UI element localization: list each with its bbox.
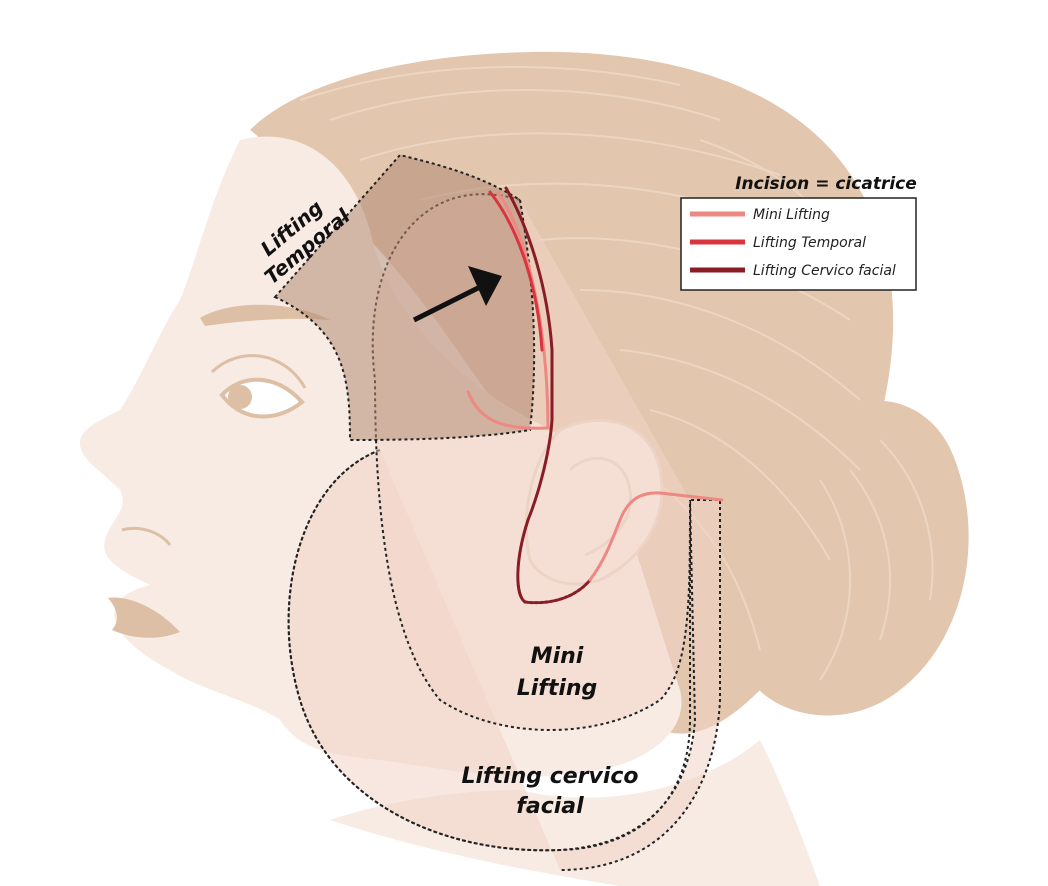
legend: Incision = cicatrice Mini Lifting Liftin… xyxy=(680,174,917,291)
label-cervico-line1: Lifting cervico xyxy=(461,764,638,789)
lips xyxy=(108,597,180,638)
legend-label-temporal: Lifting Temporal xyxy=(753,235,866,251)
incision-cervico-retro xyxy=(523,578,592,605)
legend-label-cervico: Lifting Cervico facial xyxy=(753,263,896,279)
legend-label-mini: Mini Lifting xyxy=(753,207,830,223)
legend-title: Incision = cicatrice xyxy=(735,174,917,194)
incision-mini-retro xyxy=(588,491,724,582)
incision-lines xyxy=(466,186,724,605)
label-cervico-line2: facial xyxy=(516,794,584,819)
incision-temporal xyxy=(488,190,544,352)
hair-strands xyxy=(299,65,934,681)
eyelid xyxy=(210,354,307,389)
eye-iris xyxy=(228,385,252,409)
label-mini-line1: Mini xyxy=(531,644,584,669)
incision-mini xyxy=(466,191,550,430)
nose xyxy=(121,526,172,546)
zone-temporal xyxy=(273,153,536,442)
incision-cervico xyxy=(504,186,554,604)
label-mini-line2: Lifting xyxy=(517,676,598,701)
lift-direction-arrow xyxy=(412,266,502,323)
